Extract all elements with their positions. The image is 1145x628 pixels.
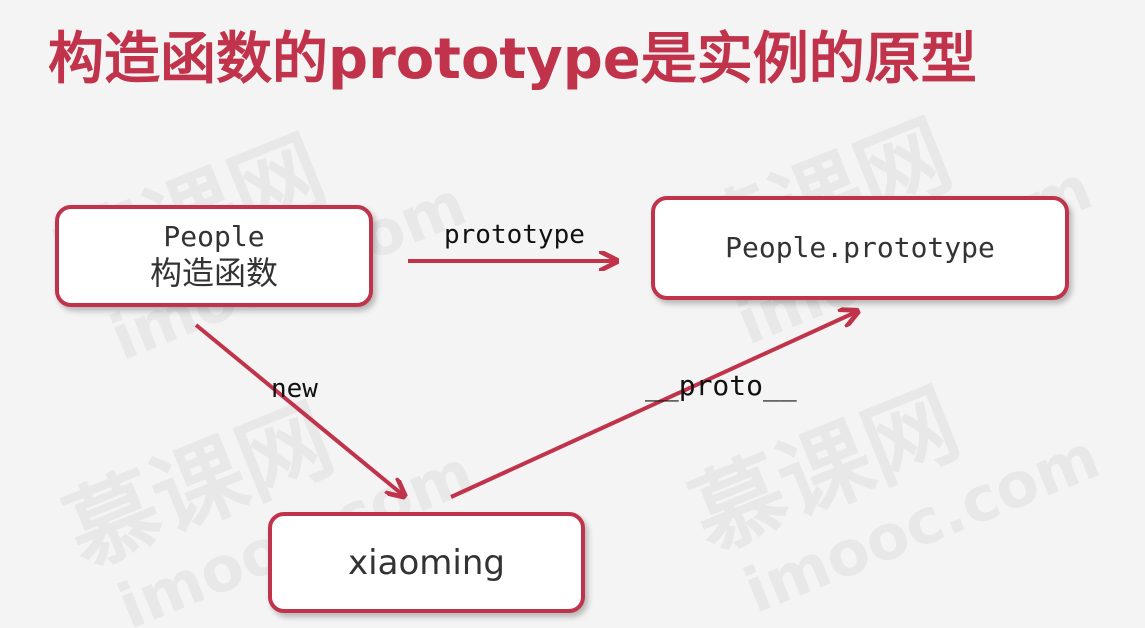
node-xiaoming-label: xiaoming <box>348 542 505 583</box>
node-people-prototype: People.prototype <box>651 196 1069 300</box>
edge-label-new: new <box>271 374 318 404</box>
edge-label-prototype: prototype <box>444 220 585 250</box>
node-people-subtitle: 构造函数 <box>149 254 278 292</box>
node-xiaoming: xiaoming <box>268 512 585 613</box>
arrow-new <box>194 323 403 495</box>
edge-label-proto: __proto__ <box>645 369 797 402</box>
node-people-name: People <box>163 220 265 253</box>
arrow-proto <box>450 312 856 499</box>
slide-title: 构造函数的prototype是实例的原型 <box>48 27 977 92</box>
node-people-constructor: People 构造函数 <box>55 205 373 307</box>
node-people-prototype-label: People.prototype <box>725 231 995 264</box>
